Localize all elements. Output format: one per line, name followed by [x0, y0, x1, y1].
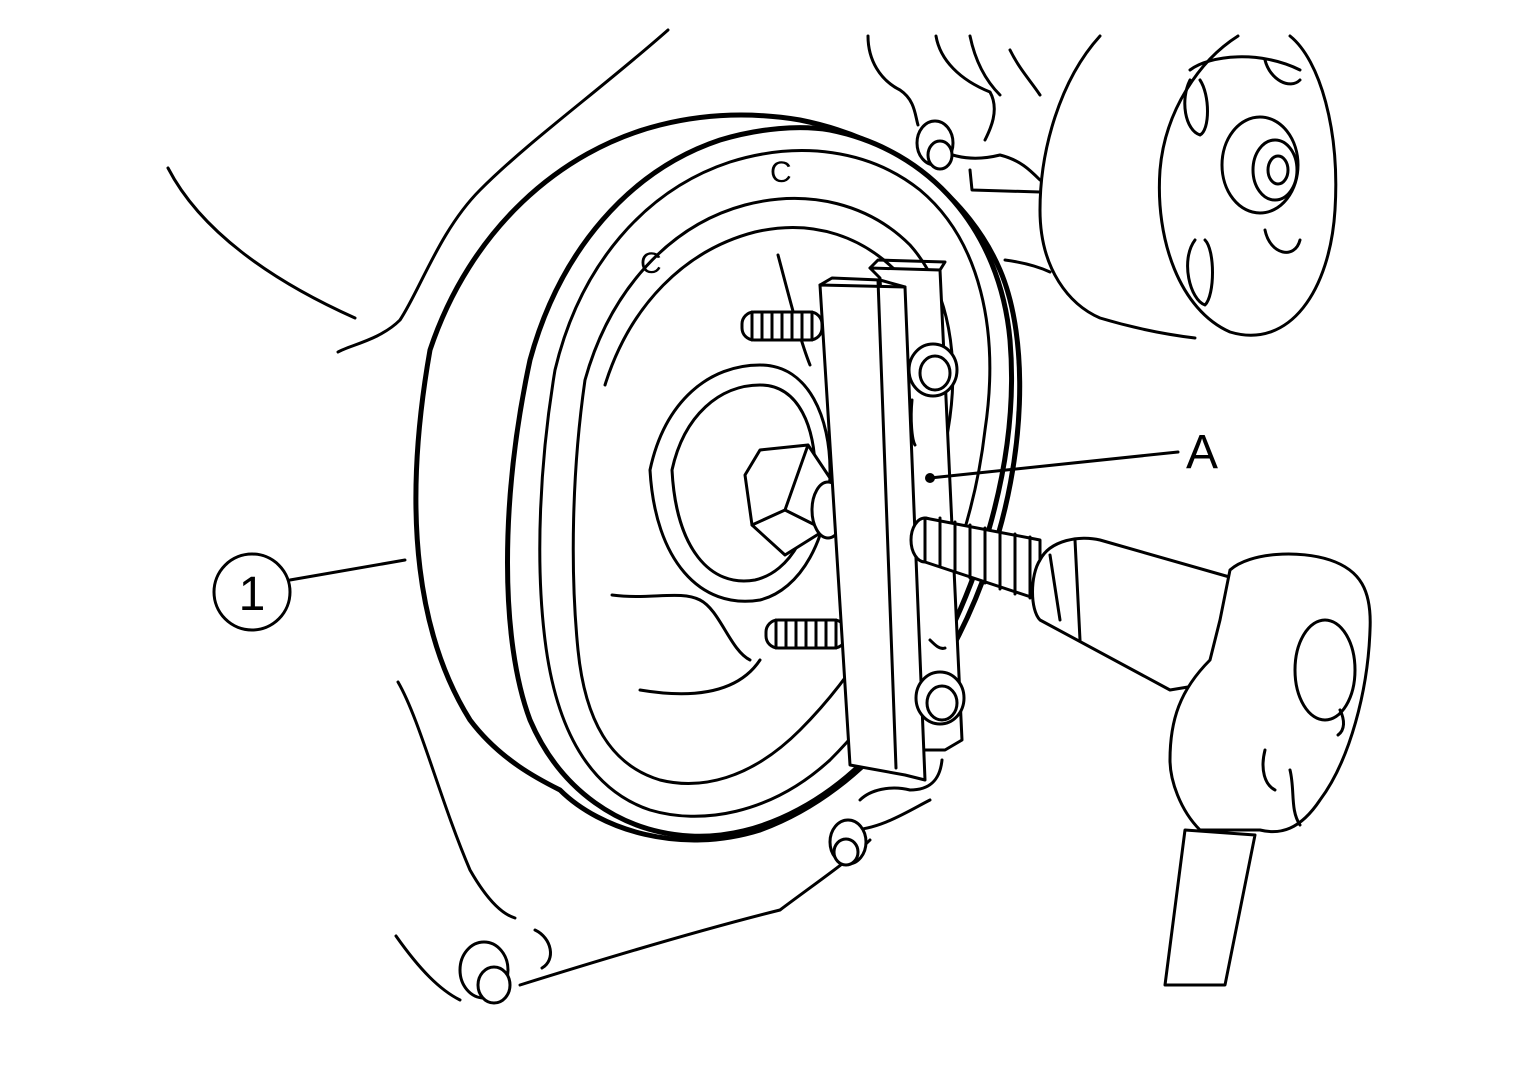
casting-bolt-bottom [458, 940, 512, 1005]
ratchet-wrench-icon [1031, 536, 1372, 987]
casting-bolt-top [915, 119, 955, 171]
callout-1: 1 [212, 552, 407, 632]
engine-block-outline [166, 28, 1052, 1002]
water-pump-pulley-icon [1038, 34, 1338, 340]
callout-a: A [925, 426, 1218, 483]
casting-bolt-lower [828, 818, 868, 867]
lower-stud [764, 618, 848, 650]
casting-mark-1: C [770, 156, 792, 189]
upper-stud [740, 310, 824, 342]
tool-label-a: A [1186, 426, 1218, 479]
callout-a-dot [925, 473, 935, 483]
holder-tool-icon [818, 258, 966, 782]
casting-mark-2: C [640, 247, 662, 280]
part-callout-1: 1 [239, 568, 266, 621]
